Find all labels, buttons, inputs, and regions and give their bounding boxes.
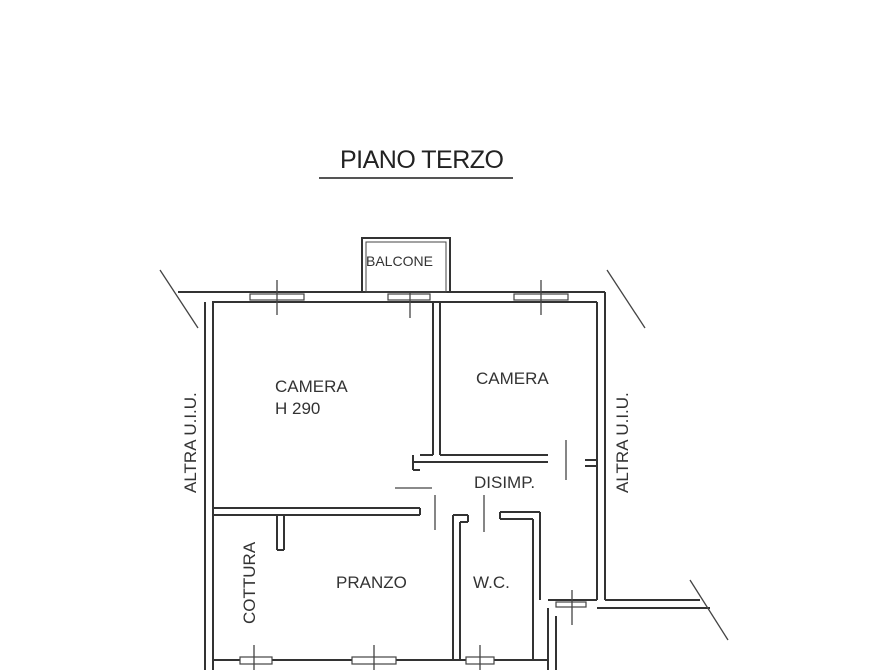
window-top-left bbox=[249, 280, 305, 315]
room-label-cottura: COTTURA bbox=[240, 541, 259, 624]
room-height-camera-left: H 290 bbox=[275, 399, 320, 418]
balcony bbox=[361, 237, 451, 293]
room-label-disimpegno: DISIMP. bbox=[474, 473, 535, 492]
window-bottom-3 bbox=[465, 645, 495, 670]
room-label-camera-left: CAMERA bbox=[275, 377, 348, 396]
room-label-camera-right: CAMERA bbox=[476, 369, 549, 388]
window-bottom-1 bbox=[239, 645, 273, 670]
window-bottom-2 bbox=[351, 645, 397, 670]
window-top-right bbox=[513, 280, 569, 315]
neighbor-label-left: ALTRA U.I.U. bbox=[181, 392, 200, 493]
interior-walls bbox=[213, 302, 597, 660]
break-lines bbox=[159, 269, 729, 641]
room-label-wc: W.C. bbox=[473, 573, 510, 592]
window-bottom-right bbox=[555, 590, 587, 625]
room-label-balcone: BALCONE bbox=[366, 253, 433, 269]
neighbor-label-right: ALTRA U.I.U. bbox=[613, 392, 632, 493]
room-label-pranzo: PRANZO bbox=[336, 573, 407, 592]
plan-title: PIANO TERZO bbox=[340, 146, 504, 174]
